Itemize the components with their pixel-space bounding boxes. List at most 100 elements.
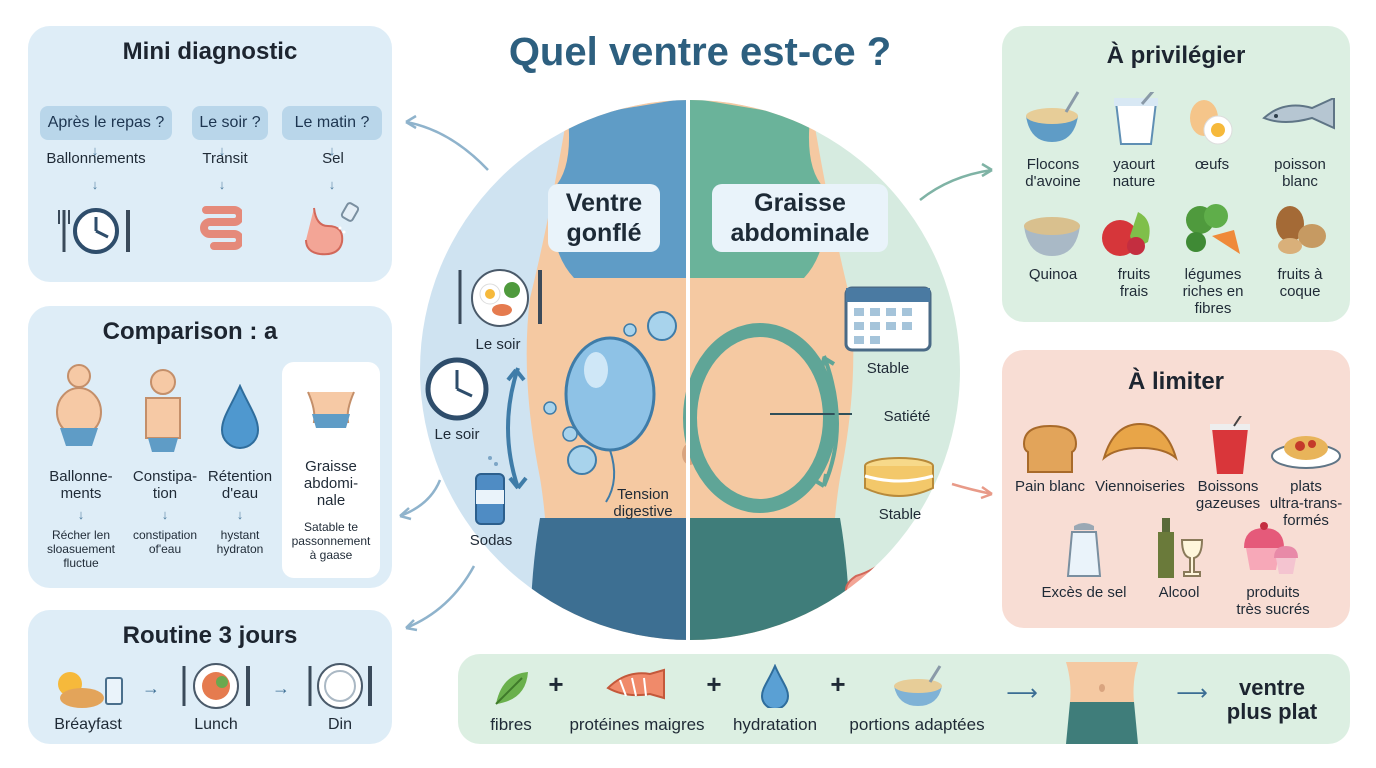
- formula-label: hydratation: [732, 715, 818, 734]
- waist-icon: [307, 391, 355, 428]
- formula-panel: + + + fibres protéines maigres hydratati…: [458, 654, 1350, 744]
- comparison-panel: Comparison : a Ballonne- ments Constipa-…: [28, 306, 392, 588]
- plus-sign: +: [548, 669, 564, 699]
- arrow-down-icon: ↓: [328, 177, 336, 192]
- dinner-plate-icon: [308, 663, 372, 709]
- arrow-right-icon: →: [272, 678, 290, 698]
- comparison-card-label: Graisse abdomi- nale: [303, 458, 359, 509]
- center-right-label: Stable: [866, 360, 910, 377]
- limit-title: À limiter: [1127, 368, 1225, 395]
- leaf-icon: [495, 672, 528, 705]
- comparison-detail: constipation of'eau: [132, 528, 198, 556]
- arrow-down-icon: ↓: [161, 507, 169, 522]
- limit-panel: À limiter Pain blanc Viennoiseries Boiss…: [1002, 350, 1350, 628]
- plus-sign: +: [830, 669, 846, 699]
- favor-item-label: Quinoa: [1028, 266, 1078, 283]
- comparison-label: Rétention d'eau: [207, 468, 273, 502]
- flat-belly-icon: [1066, 662, 1138, 744]
- water-drop-icon: [760, 664, 790, 708]
- breakfast-icon: [58, 672, 123, 708]
- center-left-label: Le soir: [434, 426, 480, 443]
- arrow-down-icon: ↓: [236, 507, 244, 522]
- limit-item-label: Viennoiseries: [1095, 478, 1185, 495]
- formula-label: portions adaptées: [849, 715, 985, 734]
- comparison-title: Comparison : a: [102, 318, 278, 345]
- center-right-label: Satiété: [883, 408, 931, 425]
- page-title: Quel ventre est-ce ?: [508, 30, 892, 74]
- diagnostic-question[interactable]: Le soir ?: [192, 106, 268, 140]
- cupcake-icon: [1244, 522, 1298, 574]
- limit-item-label: Boissons gazeuses: [1195, 478, 1261, 512]
- formula-label: fibres: [490, 715, 532, 734]
- arrow-down-icon: ↓: [77, 507, 85, 522]
- routine-meal: Bréayfast: [54, 716, 122, 733]
- favor-panel: À privilégier Flocons d'avoine yaourt na…: [1002, 26, 1350, 322]
- salmon-icon: [606, 668, 665, 700]
- center-left-label: Le soir: [475, 336, 521, 353]
- favor-item-label: fruits frais: [1117, 266, 1151, 300]
- comparison-label: Ballonne- ments: [49, 468, 113, 502]
- wine-icon: [1158, 518, 1204, 578]
- vegetables-icon: [1186, 204, 1240, 254]
- arrow-down-icon: ↓: [218, 143, 226, 158]
- formula-label: protéines maigres: [569, 715, 705, 734]
- arrow-down-icon: ↓: [328, 143, 336, 158]
- routine-title: Routine 3 jours: [122, 622, 298, 649]
- plus-sign: +: [706, 669, 722, 699]
- diagnostic-title: Mini diagnostic: [122, 38, 298, 65]
- egg-icon: [1190, 100, 1233, 145]
- formula-result: ventre plus plat: [1226, 675, 1318, 724]
- pasta-plate-icon: [1271, 436, 1341, 469]
- meal-plate-icon: [458, 269, 542, 327]
- diagnostic-question[interactable]: Après le repas ?: [40, 106, 172, 140]
- calendar-icon: [844, 286, 932, 352]
- favor-item-label: fruits à coque: [1277, 266, 1323, 300]
- constipation-body-icon: [145, 369, 181, 452]
- arrow-down-icon: ↓: [91, 177, 99, 192]
- comparison-detail: hystant hydraton: [216, 528, 264, 556]
- comparison-card: Graisse abdomi- nale Satable te passonne…: [282, 362, 380, 578]
- lunch-plate-icon: [182, 663, 250, 709]
- intestine-icon: [200, 206, 242, 250]
- favor-item-label: yaourt nature: [1112, 156, 1156, 190]
- limit-item-label: Excès de sel: [1041, 584, 1127, 601]
- favor-item-label: œufs: [1194, 156, 1230, 173]
- favor-item-label: Flocons d'avoine: [1025, 156, 1081, 190]
- oat-bowl-icon: [1026, 91, 1080, 142]
- clock-cutlery-icon: [58, 208, 130, 254]
- balloon-label: Tension digestive: [613, 486, 673, 520]
- croissant-icon: [1102, 422, 1178, 461]
- clock-icon: [425, 357, 489, 421]
- bloated-body-icon: [56, 364, 102, 446]
- abdominal-fat-tag: Graisse abdominale: [712, 184, 888, 252]
- limit-item-label: produits très sucrés: [1236, 584, 1310, 618]
- center-right-label: Stable: [878, 506, 922, 523]
- fresh-fruit-icon: [1102, 212, 1150, 256]
- bread-icon: [1022, 424, 1078, 473]
- water-drop-icon: [220, 384, 260, 449]
- arrow-down-icon: ↓: [218, 177, 226, 192]
- comparison-label: Constipa- tion: [132, 468, 198, 502]
- nuts-icon: [1276, 206, 1326, 254]
- arrow-right-icon: ⟶: [1006, 680, 1038, 705]
- soda-cup-icon: [1210, 416, 1250, 474]
- limit-item-label: Pain blanc: [1014, 478, 1086, 495]
- favor-item-label: poisson blanc: [1274, 156, 1326, 190]
- favor-item-label: légumes riches en fibres: [1182, 266, 1244, 317]
- diagnostic-answer: Transit: [202, 150, 248, 167]
- routine-meal: Lunch: [194, 716, 238, 733]
- limit-item-label: Alcool: [1158, 584, 1200, 601]
- cake-icon: [864, 457, 934, 497]
- diagnostic-question[interactable]: Le matin ?: [282, 106, 382, 140]
- routine-meal: Din: [327, 716, 352, 733]
- routine-panel: Routine 3 jours → → Bréayfast Lunch Din: [28, 610, 392, 744]
- stomach-salt-icon: [305, 202, 360, 256]
- diagnostic-answer: Ballonnements: [46, 150, 146, 167]
- salt-shaker-icon: [1066, 523, 1102, 577]
- favor-title: À privilégier: [1106, 42, 1246, 69]
- yogurt-icon: [1114, 92, 1158, 145]
- bloated-belly-tag: Ventre gonflé: [548, 184, 660, 252]
- diagnostic-panel: Mini diagnostic Après le repas ? Le soir…: [28, 26, 392, 282]
- arrow-right-icon: →: [142, 678, 160, 698]
